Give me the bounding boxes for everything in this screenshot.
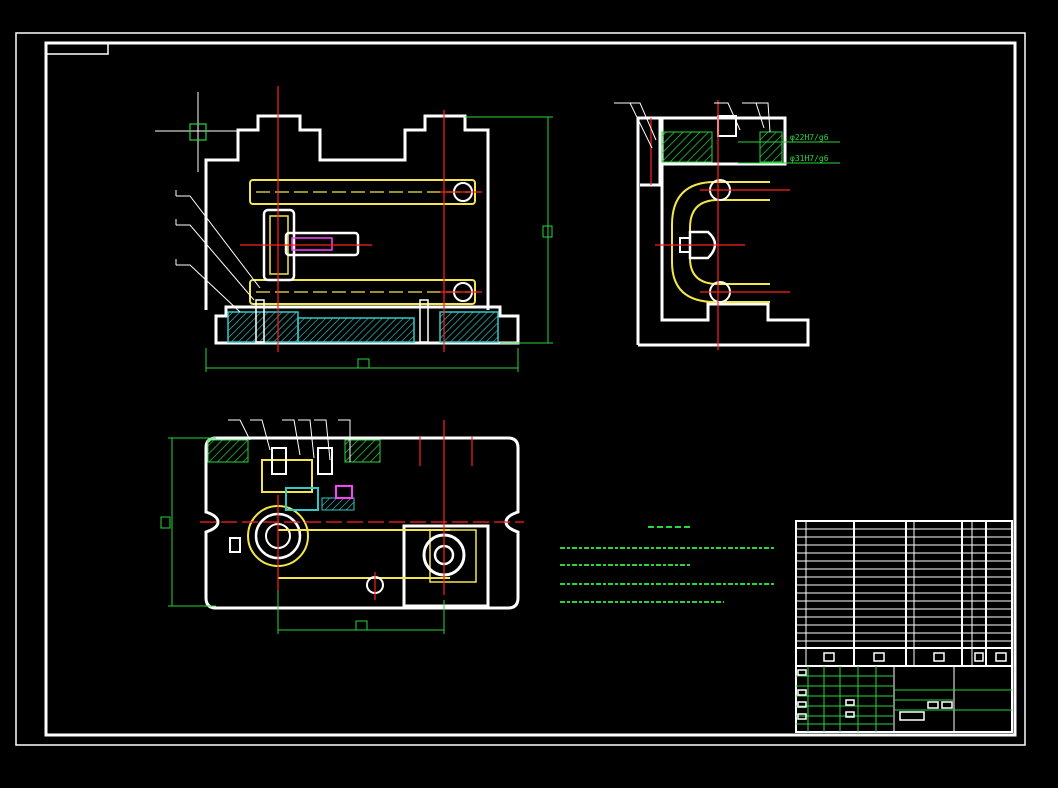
top-right-block-inner <box>429 529 477 583</box>
side-body-outline <box>636 116 662 345</box>
top-hatch-right <box>344 439 381 463</box>
top-clamp-slot <box>271 447 287 475</box>
front-dimensions <box>205 116 553 372</box>
side-top-bar <box>658 116 787 166</box>
front-leader-lines <box>175 190 261 313</box>
side-base-outline <box>638 118 810 347</box>
title-block-boxes <box>797 669 953 721</box>
front-base-section-mid <box>297 317 415 343</box>
fit-upper-label: φ22H7/g6 <box>790 133 829 142</box>
side-view: φ22H7/g6 φ31H7/g6 <box>614 100 840 350</box>
top-clamp-slot-2 <box>317 447 333 475</box>
outer-sheet-border <box>15 32 1026 746</box>
side-curved-arm <box>671 181 770 303</box>
top-hatch-bar <box>321 497 355 511</box>
side-top-hatch-left <box>661 131 713 163</box>
top-left-screw-head <box>229 537 241 553</box>
top-magenta-part <box>335 485 353 499</box>
parts-header-boxes <box>823 652 1007 662</box>
front-view <box>155 86 553 372</box>
top-leader-lines <box>228 419 351 462</box>
top-clamp-rod <box>285 487 319 511</box>
locating-pin-left <box>255 299 265 343</box>
side-clamp-screw <box>688 230 717 260</box>
push-rod-inner <box>291 237 333 251</box>
locating-pin-right <box>419 299 429 343</box>
crosshair-cursor-icon <box>155 92 240 172</box>
side-leader-lines <box>614 102 771 149</box>
front-base-section-right <box>439 311 499 343</box>
push-rod <box>284 231 360 257</box>
corner-label-box <box>45 42 109 55</box>
title-grid-green <box>796 666 1012 732</box>
top-link-bar <box>278 529 450 579</box>
front-body-outline <box>204 114 490 310</box>
title-block-border <box>795 665 1013 733</box>
technical-requirements-notes <box>560 526 776 603</box>
side-top-hatch-right <box>759 131 783 163</box>
top-dimensions <box>160 437 445 634</box>
front-base-outline <box>214 305 520 345</box>
parts-row-lines <box>796 528 1012 649</box>
top-hatch-left <box>207 439 249 463</box>
fit-lower-label: φ31H7/g6 <box>790 154 829 163</box>
top-view <box>160 419 524 634</box>
top-right-block <box>402 524 490 608</box>
front-base-section-left <box>227 311 299 343</box>
side-curved-arm-inner <box>689 199 770 285</box>
parts-list-table <box>795 520 1013 667</box>
title-block <box>795 665 1013 733</box>
top-body-outline <box>204 436 520 610</box>
inner-drawing-frame <box>44 41 1017 737</box>
